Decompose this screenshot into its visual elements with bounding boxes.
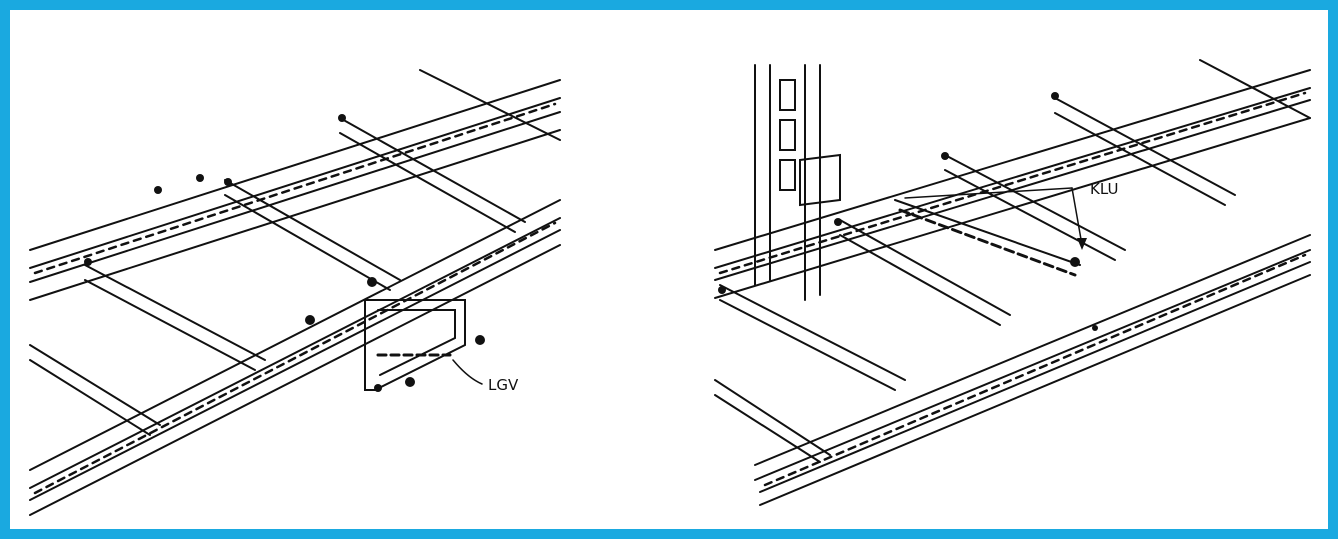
left-near-rail [29,199,561,516]
left-rail-slots [33,102,557,495]
left-hardware [84,114,485,392]
left-panel [29,69,561,516]
klu-arrowhead [1077,238,1087,250]
lgv-leader-line [452,359,483,385]
right-rungs [714,59,1311,463]
right-rail-slots [718,91,1307,487]
klu-leader-lines [904,187,1083,246]
left-rungs [29,69,561,436]
right-hardware [718,92,1098,331]
right-near-rail [754,234,1311,506]
left-far-rail [29,79,561,301]
klu-callout: KLU [1090,180,1118,198]
lgv-splice-plate [364,299,466,391]
right-far-rail [714,69,1311,299]
right-panel [714,59,1311,506]
lgv-callout: LGV [488,376,519,394]
klu-clamp-bar [894,199,1081,277]
wall-upright [754,64,841,301]
